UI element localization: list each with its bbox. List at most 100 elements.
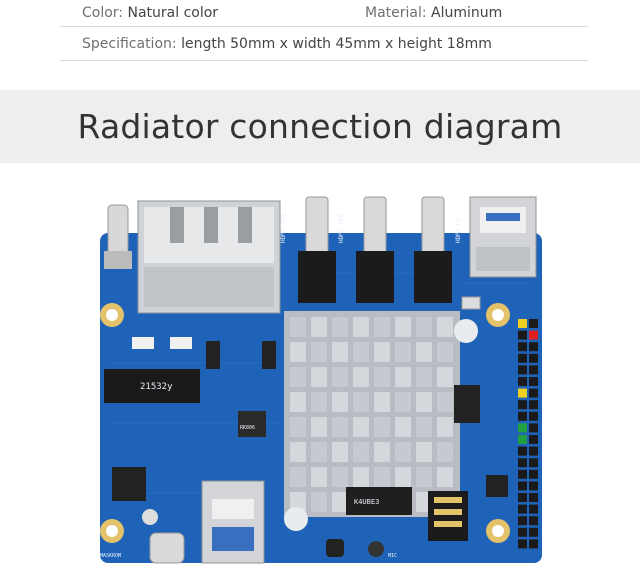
fan-connector (170, 337, 192, 349)
audio-pin (434, 509, 462, 515)
heatsink-fin (353, 467, 369, 487)
label-ram: K4UBE3 (354, 498, 379, 506)
heatsink-fin (437, 442, 453, 462)
heatsink-fin (353, 367, 369, 387)
heatsink-fin (374, 367, 390, 387)
gpio-pin (529, 388, 538, 398)
gpio-pin (518, 365, 527, 375)
heatsink-fin (416, 342, 432, 362)
gpio-pin (529, 342, 538, 352)
heatsink-fin (395, 342, 411, 362)
heatsink-fin (332, 442, 348, 462)
gpio-pin (518, 353, 527, 363)
ethernet-port (137, 200, 281, 314)
heatsink-fin (416, 317, 432, 337)
heatsink-fin (437, 317, 453, 337)
label-mic: MIC (388, 553, 397, 559)
heatsink-fin (437, 467, 453, 487)
usb-a-bottom-port (201, 480, 265, 564)
heatsink-post (284, 507, 308, 531)
heatsink-fin (353, 442, 369, 462)
gpio-pin (518, 400, 527, 410)
board-image: HDMI_TX1 HDMI_TX0 HDMI_RX K4UBE3 RK806 (0, 163, 640, 571)
heatsink-fin (290, 392, 306, 412)
fpc-connector (262, 341, 276, 369)
heatsink-fin (353, 417, 369, 437)
gpio-pin (529, 458, 538, 468)
gpio-pin (518, 435, 527, 444)
spec-label: Specification: (82, 35, 177, 52)
usb-a-top-port (469, 196, 537, 278)
spec-material: Material: Aluminum (305, 5, 588, 21)
material-value: Aluminum (431, 5, 503, 21)
gpio-pin (529, 469, 538, 479)
gpio-header (518, 319, 538, 549)
heatsink-fin (290, 417, 306, 437)
heatsink-fin (290, 442, 306, 462)
chip (486, 475, 508, 497)
gpio-pin (529, 493, 538, 502)
spec-dimensions: Specification: length 50mm x width 45mm … (60, 36, 588, 52)
gpio-pin (529, 365, 538, 375)
gpio-pin (518, 388, 527, 398)
gpio-pin (518, 411, 527, 421)
heatsink-fin (416, 367, 432, 387)
m2-slot (104, 369, 200, 403)
heatsink-fin (332, 367, 348, 387)
audio-pin (434, 497, 462, 503)
heatsink-fin (311, 442, 327, 462)
fpc-connector (206, 341, 220, 369)
gpio-pin (529, 411, 538, 421)
hdmi-ports (298, 196, 452, 303)
chip (112, 467, 146, 501)
label-hdmi-rx: HDMI_RX (455, 217, 462, 243)
gpio-pin (529, 377, 538, 386)
gpio-pin (518, 527, 527, 537)
heatsink-fin (395, 442, 411, 462)
heatsink-fin (395, 467, 411, 487)
heatsink-fin (332, 492, 348, 512)
gpio-pin (518, 469, 527, 479)
heatsink-fin (353, 342, 369, 362)
heatsink-fin (332, 317, 348, 337)
audio-pin (434, 521, 462, 527)
gpio-pin (529, 481, 538, 491)
gpio-pin (518, 481, 527, 491)
gpio-pin (529, 400, 538, 410)
heatsink-fin (332, 392, 348, 412)
gpio-pin (518, 446, 527, 456)
heatsink-fin (416, 417, 432, 437)
heatsink-fin (353, 317, 369, 337)
heatsink-fin (290, 467, 306, 487)
board-illustration: HDMI_TX1 HDMI_TX0 HDMI_RX K4UBE3 RK806 (100, 196, 542, 564)
heatsink-fin (374, 317, 390, 337)
heatsink-fin (437, 417, 453, 437)
heatsink-post (454, 319, 478, 343)
spec-color: Color: Natural color (60, 5, 305, 21)
mounting-holes (100, 303, 510, 543)
chip (454, 385, 480, 423)
heatsink-fin (290, 492, 306, 512)
gpio-pin (529, 353, 538, 363)
gpio-pin (518, 458, 527, 468)
gpio-pin (529, 504, 538, 514)
ram-chip (346, 487, 412, 515)
spec-row-specification: Specification: length 50mm x width 45mm … (60, 27, 588, 61)
heatsink-fin (353, 392, 369, 412)
heatsink-fin (374, 417, 390, 437)
color-label: Color: (82, 5, 124, 21)
heatsink-fin (311, 367, 327, 387)
usb-c-port (149, 532, 185, 564)
heatsink-fin (416, 467, 432, 487)
gpio-pin (518, 342, 527, 352)
heatsink-fin (374, 442, 390, 462)
gpio-pin (518, 319, 527, 328)
label-maskrom: MASKROM (100, 553, 121, 559)
label-ssd: 21532y (140, 382, 173, 392)
maskrom-button (142, 509, 158, 525)
heatsink-fin (311, 392, 327, 412)
gpio-pin (518, 423, 527, 433)
heatsink-fin (374, 342, 390, 362)
heatsink-fin (311, 317, 327, 337)
heatsink-fin (374, 392, 390, 412)
